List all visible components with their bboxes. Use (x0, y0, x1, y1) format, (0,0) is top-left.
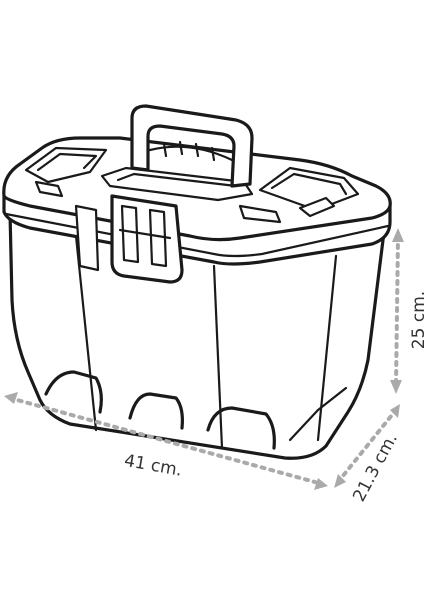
body-left-edge (74, 234, 98, 432)
lid-clip-right-2 (298, 196, 336, 218)
height-arrow-top (392, 228, 404, 242)
lid-clip-right (238, 204, 282, 224)
right-compartment-inner (270, 172, 348, 196)
height-arrow-bottom (390, 380, 402, 394)
depth-label: 21.3 cm. (349, 430, 402, 505)
depth-arrow-bottom (334, 474, 346, 488)
lid-clip-left (34, 180, 64, 198)
left-compartment-inner (36, 152, 98, 172)
center-compartment (100, 166, 254, 202)
width-arrow-left (4, 392, 18, 404)
toolbox-lid (2, 136, 392, 266)
center-compartment-inner (116, 172, 238, 188)
lid-band-line (4, 212, 390, 258)
body-right-edge (316, 254, 338, 442)
width-dimension-line (8, 396, 324, 486)
latch-clip-right (148, 208, 168, 268)
handle-grip (148, 145, 234, 162)
handle-outer (130, 104, 254, 188)
dimension-lines (4, 228, 404, 490)
front-latch (74, 194, 184, 284)
body-front-edge (212, 264, 224, 450)
body-outline (8, 210, 386, 460)
foot-center (128, 392, 184, 430)
handle-grip-ridges (162, 140, 216, 162)
toolbox-body (8, 210, 386, 460)
foot-left (44, 370, 103, 414)
height-dimension-line (394, 234, 400, 388)
latch-clip-left (120, 204, 140, 264)
foot-right (206, 406, 276, 450)
latch-hinge-left (74, 204, 100, 272)
foot-line-right (288, 386, 348, 442)
width-label: 41 cm. (123, 451, 184, 481)
height-label: 25 cm. (409, 291, 424, 349)
latch-bar (118, 228, 172, 240)
depth-arrow-top (390, 404, 400, 418)
depth-dimension-line (336, 408, 398, 484)
toolbox-handle (130, 104, 254, 188)
width-arrow-right (314, 478, 328, 490)
